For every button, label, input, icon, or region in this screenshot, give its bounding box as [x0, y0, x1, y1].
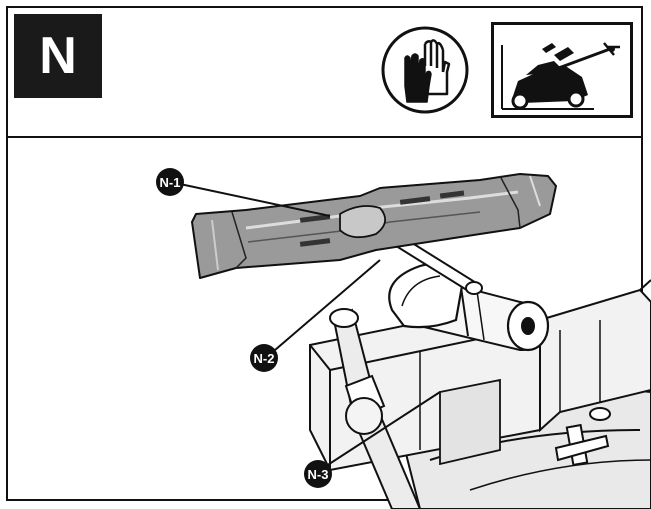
- instruction-panel: N: [6, 6, 643, 501]
- step-badge: N: [14, 14, 102, 98]
- callout-n2-label: N-2: [254, 351, 275, 366]
- lawn-mower-tipped-icon: [501, 42, 620, 110]
- step-letter: N: [39, 27, 77, 85]
- callout-n2: N-2: [250, 344, 278, 372]
- callout-n1-label: N-1: [160, 175, 181, 190]
- blade-balancing-illustration: N-1 N-2 N-3: [156, 168, 651, 509]
- callout-n1: N-1: [156, 168, 184, 196]
- gloves-icon: [381, 26, 469, 114]
- mower-warning-box: [491, 22, 633, 118]
- panel-header: N: [8, 8, 641, 138]
- callout-n3-label: N-3: [308, 467, 329, 482]
- mower-blade: [191, 173, 557, 279]
- callout-leaders: [179, 183, 441, 471]
- callout-n3: N-3: [304, 460, 332, 488]
- bench-vice: [309, 279, 651, 509]
